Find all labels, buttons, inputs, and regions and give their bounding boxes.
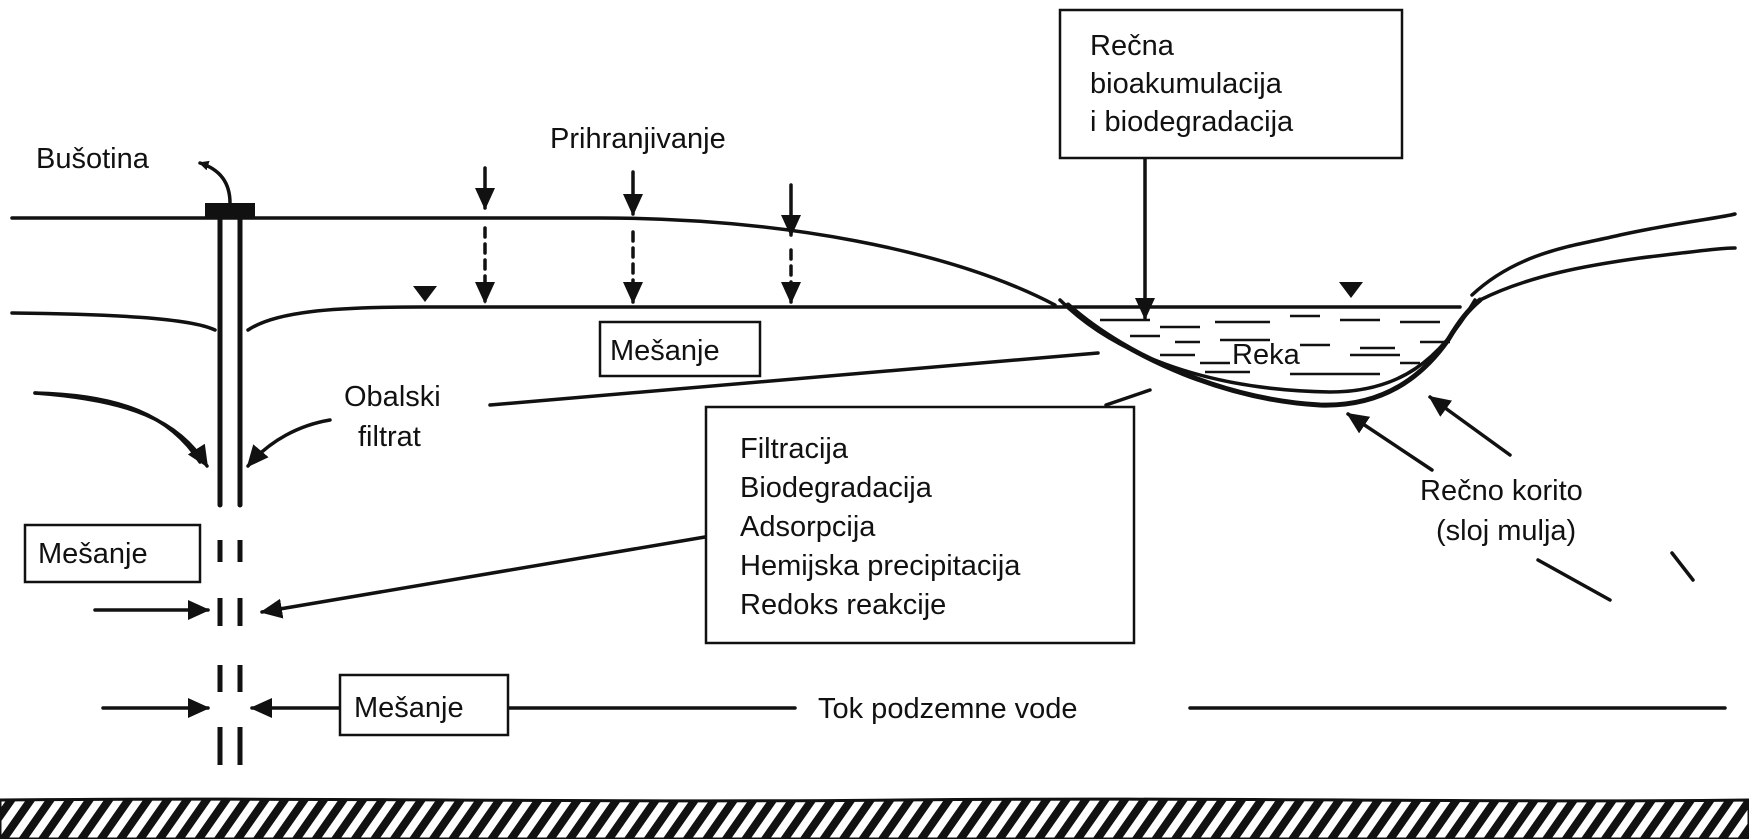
riverbed-label-line1: Rečno korito bbox=[1420, 475, 1583, 507]
well-label: Bušotina bbox=[36, 143, 150, 175]
ground-surface-line bbox=[12, 218, 1055, 305]
right-bank-line-lower bbox=[1480, 248, 1735, 300]
process-arrow bbox=[262, 537, 705, 612]
river-bio-label-line1: Rečna bbox=[1090, 30, 1175, 62]
water-table-line bbox=[248, 307, 1460, 330]
water-table-line bbox=[12, 313, 215, 330]
bank-filtrate-arrow-right bbox=[248, 420, 330, 466]
well-head-icon bbox=[205, 203, 255, 219]
riverbed-label-line2: (sloj mulja) bbox=[1436, 515, 1576, 547]
process-item: Redoks reakcije bbox=[740, 589, 946, 621]
bank-filtrate-line bbox=[490, 353, 1098, 405]
water-table-left-curve bbox=[35, 393, 200, 462]
mixing-label-top: Mešanje bbox=[610, 335, 720, 367]
water-table-marker-icon bbox=[1339, 282, 1363, 298]
riverbed-arrow bbox=[1430, 397, 1510, 455]
process-item: Adsorpcija bbox=[740, 511, 876, 543]
process-item: Hemijska precipitacija bbox=[740, 550, 1021, 582]
recharge-arrows bbox=[485, 168, 791, 302]
bedrock-hatch bbox=[0, 799, 1749, 839]
water-table-marker-icon bbox=[413, 286, 437, 302]
riverbed-dash bbox=[1538, 560, 1610, 600]
riverbed-dash bbox=[1672, 553, 1693, 580]
right-bank-line-upper bbox=[1472, 214, 1735, 295]
river-bio-label-line3: i biodegradacija bbox=[1090, 106, 1294, 138]
mixing-label-bottom: Mešanje bbox=[354, 692, 464, 724]
bank-filtrate-label-line1: Obalski bbox=[344, 381, 441, 413]
well-pump-arrow bbox=[200, 163, 230, 203]
process-pointer bbox=[1106, 390, 1150, 405]
river-bio-label-line2: bioakumulacija bbox=[1090, 68, 1283, 100]
recharge-label: Prihranjivanje bbox=[550, 123, 726, 155]
groundwater-flow-label: Tok podzemne vode bbox=[818, 693, 1078, 725]
process-item: Biodegradacija bbox=[740, 472, 933, 504]
mixing-label-left: Mešanje bbox=[38, 538, 148, 570]
river-label: Reka bbox=[1232, 339, 1301, 371]
riverbed-arrow bbox=[1348, 414, 1432, 470]
bank-filtrate-label-line2: filtrat bbox=[358, 421, 421, 453]
well-screen-segments bbox=[220, 540, 240, 765]
process-item: Filtracija bbox=[740, 433, 849, 465]
